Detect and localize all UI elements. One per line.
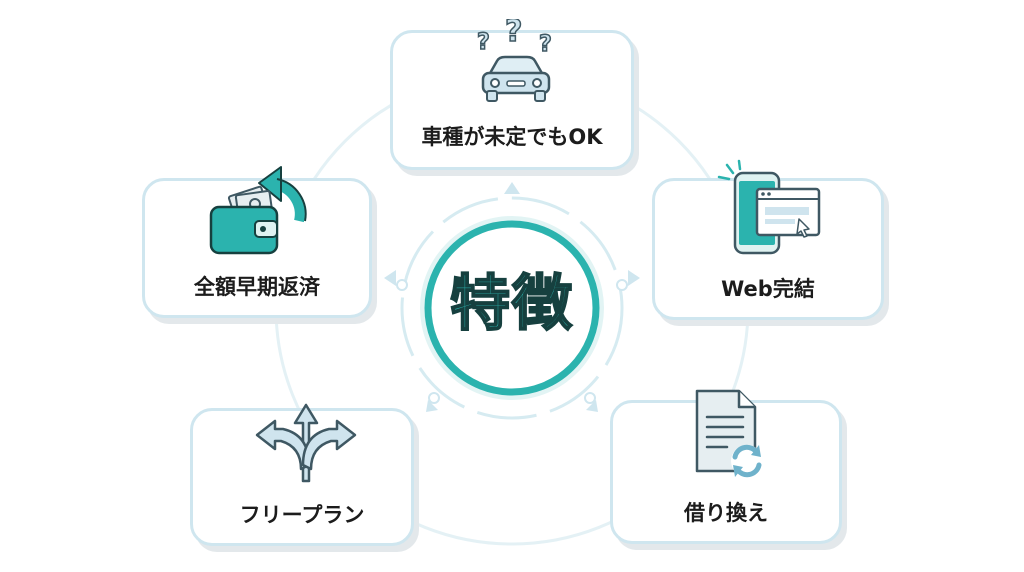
feature-card-refinance: 借り換え xyxy=(610,389,842,544)
center-outer-dashed-ring xyxy=(400,196,624,420)
arrow-right-icon xyxy=(628,270,640,286)
document-refresh-icon xyxy=(695,389,763,478)
feature-label: 車種が未定でもOK xyxy=(421,125,603,149)
arrow-down-left-icon xyxy=(426,400,438,412)
wallet-return-icon xyxy=(209,166,307,255)
feature-label: 全額早期返済 xyxy=(194,275,320,299)
svg-text:?: ? xyxy=(505,19,522,49)
feature-label: Web完結 xyxy=(721,277,815,301)
arrow-left-icon xyxy=(384,270,396,286)
feature-card-web-complete: Web完結 xyxy=(652,159,884,320)
feature-label: フリープラン xyxy=(239,503,365,527)
arrow-up-icon xyxy=(504,182,520,194)
feature-card-vehicle-undecided: ? ? ? 車種が未定でもOK xyxy=(390,19,634,170)
car-question-icon: ? ? ? xyxy=(476,19,553,102)
smartphone-browser-icon xyxy=(717,159,821,255)
svg-text:?: ? xyxy=(539,32,552,57)
center-title: 特徴 xyxy=(449,268,574,340)
split-arrows-icon xyxy=(255,403,357,483)
svg-text:?: ? xyxy=(477,30,490,55)
feature-card-free-plan: フリープラン xyxy=(190,403,414,546)
feature-card-early-repayment: 全額早期返済 xyxy=(142,166,372,318)
center-circle-ring xyxy=(424,220,600,396)
arrow-down-right-icon xyxy=(586,400,598,412)
feature-label: 借り換え xyxy=(684,501,768,525)
